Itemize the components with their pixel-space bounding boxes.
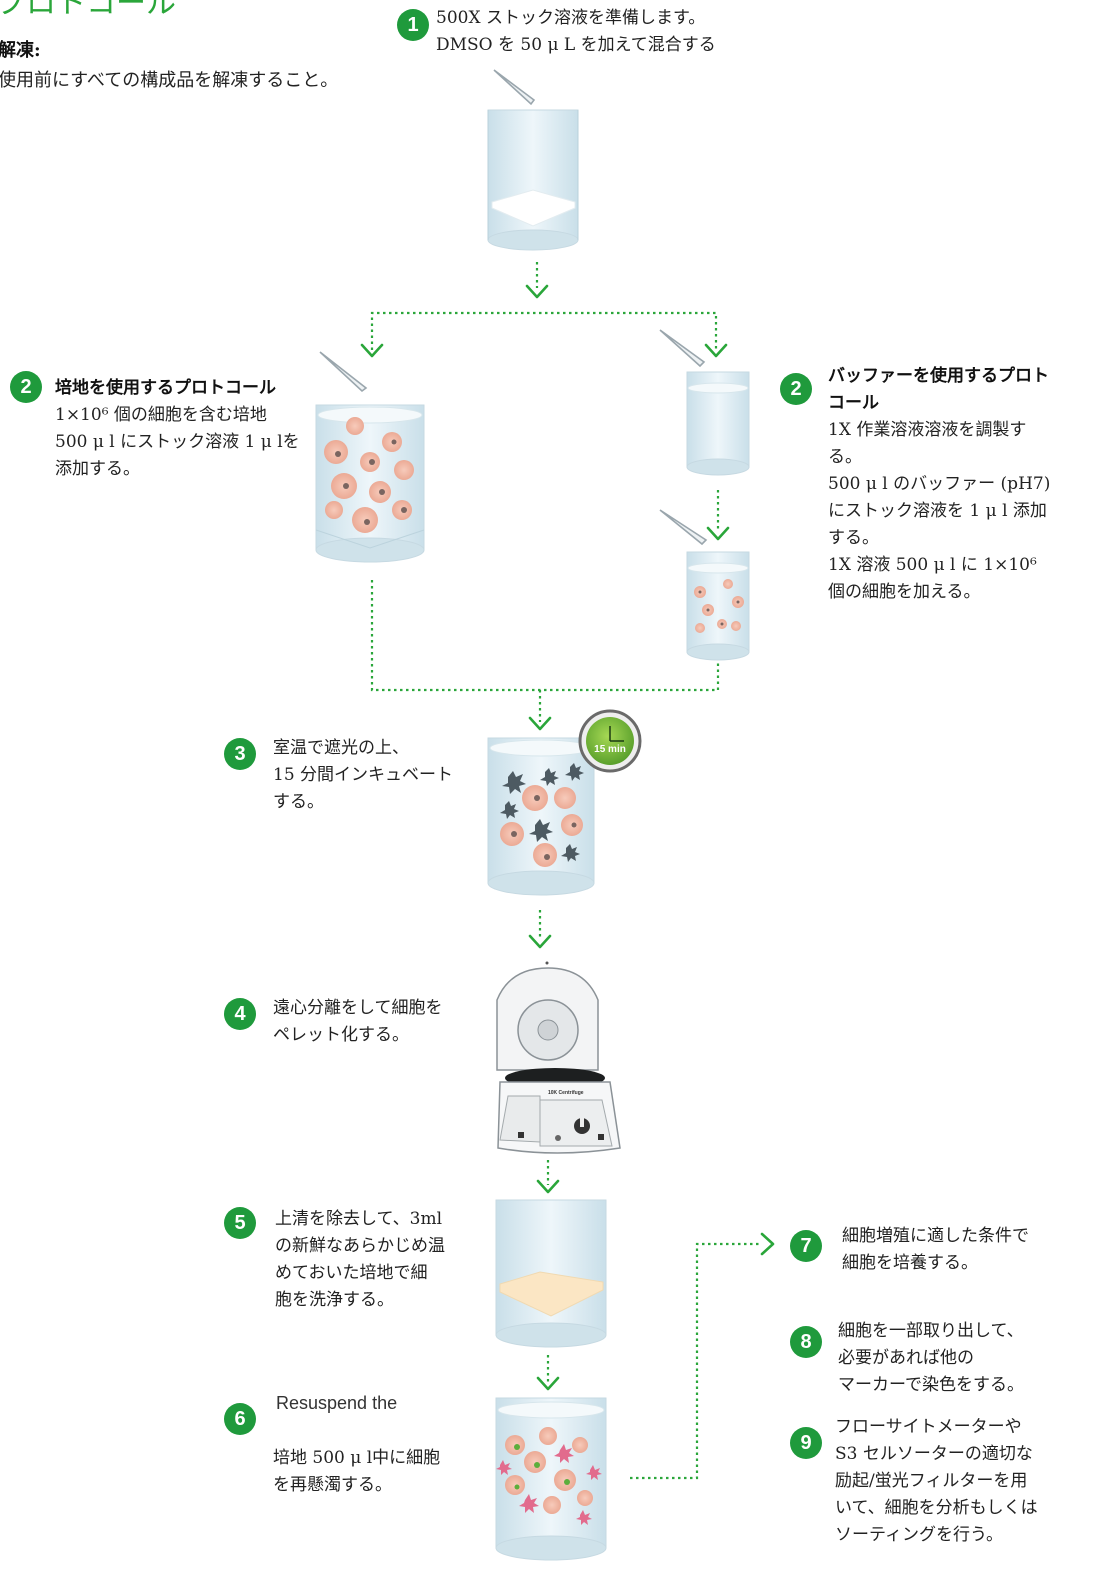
step2-buffer-line4: にストック溶液を 1 μ l 添加 <box>828 501 1047 521</box>
step2-buffer-line1: 1X 作業溶液溶液を調製す <box>828 420 1027 440</box>
step4-text: 遠心分離をして細胞を ペレット化する。 <box>273 995 443 1049</box>
step2-buffer-line2: る。 <box>828 447 862 467</box>
step4-line1: 遠心分離をして細胞を <box>273 998 443 1018</box>
step2-buffer-heading2: コール <box>828 393 879 413</box>
step8-text: 細胞を一部取り出して、 必要があれば他の マーカーで染色をする。 <box>838 1318 1024 1399</box>
step5-line1: 上清を除去して、3ml <box>275 1209 443 1229</box>
step1-line2: DMSO を 50 μ L を加えて混合する <box>436 35 716 55</box>
step1-text: 500X ストック溶液を準備します。 DMSO を 50 μ L を加えて混合す… <box>436 5 716 59</box>
note-heading: 解凍: <box>0 40 41 61</box>
step9-line4: いて、細胞を分析もしくは <box>835 1498 1038 1518</box>
step3-text: 室温で遮光の上、 15 分間インキュベート する。 <box>273 735 453 816</box>
step1-line1: 500X ストック溶液を準備します。 <box>436 8 706 28</box>
step3-line2: 15 分間インキュベート <box>273 765 454 785</box>
step9-line3: 励起/蛍光フィルターを用 <box>835 1471 1028 1491</box>
step2-medium-heading: 培地を使用するプロトコール <box>55 378 276 398</box>
step5-badge: 5 <box>224 1207 256 1239</box>
step2-buffer-line3: 500 μ l のバッファー (pH7) <box>828 474 1051 494</box>
step8-badge: 8 <box>790 1326 822 1358</box>
tube-step5 <box>495 1199 607 1348</box>
step2-medium-line2: 500 μ l にストック溶液 1 μ lを <box>55 432 300 452</box>
step1-badge: 1 <box>397 9 429 41</box>
centrifuge-label: 10K Centrifuge <box>548 1090 584 1096</box>
timer-icon <box>578 709 642 773</box>
step4-line2: ペレット化する。 <box>273 1025 409 1045</box>
step5-text: 上清を除去して、3ml の新鮮なあらかじめ温 めておいた培地で細 胞を洗浄する。 <box>275 1206 445 1314</box>
step2-buffer-line6: 1X 溶液 500 μ l に 1×10⁶ <box>828 555 1037 575</box>
timer-label: 15 min <box>594 744 626 755</box>
step2-buffer-line5: する。 <box>828 528 879 548</box>
tube-step2-buffer-cells <box>686 551 750 661</box>
step6-badge: 6 <box>224 1403 256 1435</box>
tube-step6 <box>495 1397 607 1561</box>
step2-medium-line3: 添加する。 <box>55 459 140 479</box>
step5-line3: めておいた培地で細 <box>275 1263 428 1283</box>
flow-connectors <box>370 262 762 1480</box>
step2-medium-line1: 1×10⁶ 個の細胞を含む培地 <box>55 405 267 425</box>
step7-line1: 細胞増殖に適した条件で <box>842 1226 1029 1246</box>
step9-line5: ソーティングを行う。 <box>835 1525 1003 1545</box>
page-title: プロトコール <box>0 0 176 20</box>
tube-step2-buffer <box>686 371 750 476</box>
step3-badge: 3 <box>224 738 256 770</box>
step2-buffer-heading1: バッファーを使用するプロト <box>828 366 1049 386</box>
step8-line2: 必要があれば他の <box>838 1348 974 1368</box>
step8-line3: マーカーで染色をする。 <box>838 1375 1024 1395</box>
step3-line1: 室温で遮光の上、 <box>273 738 409 758</box>
step3-line3: する。 <box>273 792 324 812</box>
step7-badge: 7 <box>790 1230 822 1262</box>
step9-line1: フローサイトメーターや <box>835 1417 1022 1437</box>
centrifuge-icon <box>496 961 621 1154</box>
step2-medium-badge: 2 <box>10 371 42 403</box>
flow-arrowheads <box>360 284 775 1391</box>
step6-line2: を再懸濁する。 <box>273 1475 392 1495</box>
tube-step2-medium <box>315 404 425 563</box>
step6-text: 培地 500 μ l中に細胞 を再懸濁する。 <box>273 1445 440 1499</box>
tube-step3 <box>487 737 595 896</box>
step4-badge: 4 <box>224 998 256 1030</box>
step2-medium-text: 培地を使用するプロトコール 1×10⁶ 個の細胞を含む培地 500 μ l にス… <box>55 375 300 483</box>
step8-line1: 細胞を一部取り出して、 <box>838 1321 1024 1341</box>
step7-line2: 細胞を培養する。 <box>842 1253 978 1273</box>
tube-step1 <box>487 109 579 251</box>
step9-line2: S3 セルソーターの適切な <box>835 1444 1033 1464</box>
step5-line4: 胞を洗浄する。 <box>275 1290 394 1310</box>
step2-buffer-text: バッファーを使用するプロト コール 1X 作業溶液溶液を調製す る。 500 μ… <box>828 363 1050 606</box>
step6-english-text: Resuspend the <box>276 1393 398 1413</box>
step9-text: フローサイトメーターや S3 セルソーターの適切な 励起/蛍光フィルターを用 い… <box>835 1414 1038 1549</box>
note-text: 使用前にすべての構成品を解凍すること。 <box>0 70 339 91</box>
step6-line1: 培地 500 μ l中に細胞 <box>273 1448 441 1468</box>
step5-line2: の新鮮なあらかじめ温 <box>275 1236 445 1256</box>
step2-buffer-line7: 個の細胞を加える。 <box>828 582 981 602</box>
step2-buffer-badge: 2 <box>780 373 812 405</box>
pipette-icons <box>319 69 708 546</box>
step9-badge: 9 <box>790 1427 822 1459</box>
step7-text: 細胞増殖に適した条件で 細胞を培養する。 <box>842 1223 1029 1277</box>
